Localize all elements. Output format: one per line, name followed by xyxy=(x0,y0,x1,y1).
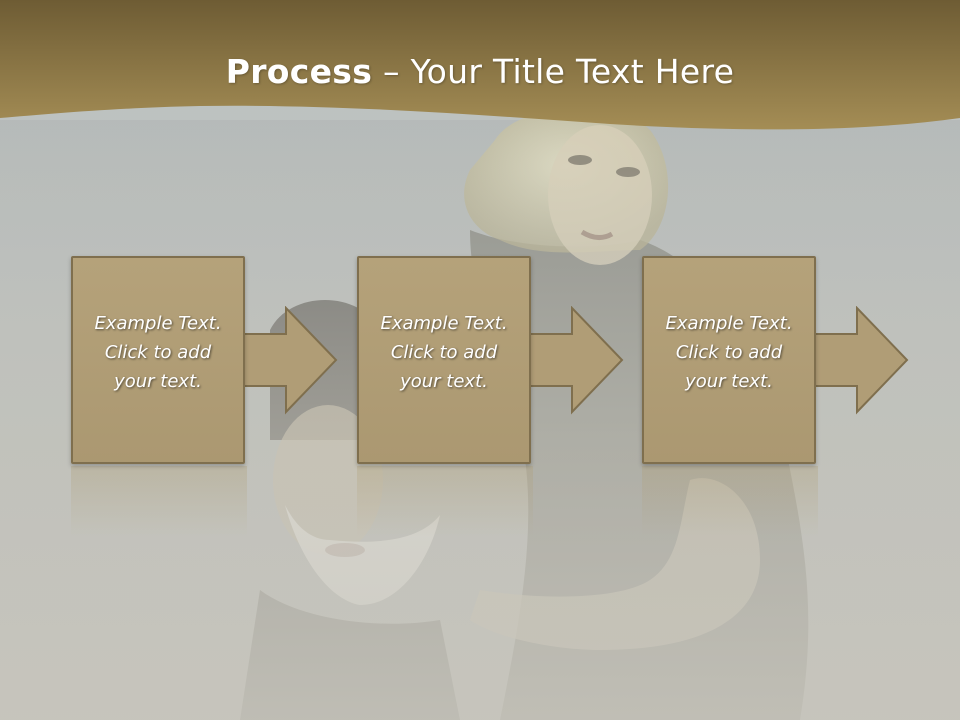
step-2-arrow xyxy=(527,306,624,415)
header-band xyxy=(0,0,960,130)
step-2-text[interactable]: Example Text. Click to add your text. xyxy=(380,312,508,392)
title-dash: – xyxy=(372,52,411,91)
title-rest: Your Title Text Here xyxy=(410,52,735,91)
title-bold: Process xyxy=(225,52,373,91)
step-3-text[interactable]: Example Text. Click to add your text. xyxy=(665,312,793,392)
step-1-text[interactable]: Example Text. Click to add your text. xyxy=(94,312,222,392)
step-3-arrow xyxy=(812,306,909,415)
step-2-box xyxy=(357,256,531,464)
step-1-reflection xyxy=(71,466,247,536)
slide-title[interactable]: Process – Your Title Text Here xyxy=(0,52,960,91)
step-2[interactable]: Example Text. Click to add your text. xyxy=(357,256,533,466)
step-3-reflection xyxy=(642,466,818,536)
step-1-box xyxy=(71,256,245,464)
step-3-box xyxy=(642,256,816,464)
step-3[interactable]: Example Text. Click to add your text. xyxy=(642,256,818,466)
step-1-arrow xyxy=(241,306,338,415)
step-1[interactable]: Example Text. Click to add your text. xyxy=(71,256,247,466)
step-2-reflection xyxy=(357,466,533,536)
